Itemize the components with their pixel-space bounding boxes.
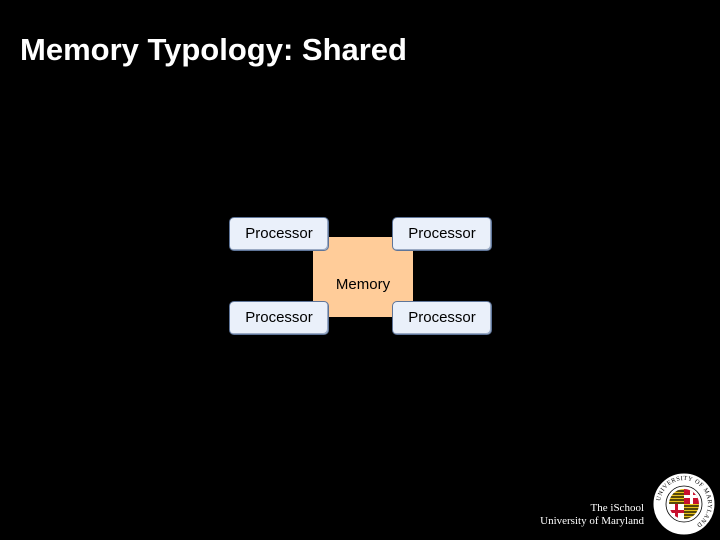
footer: The iSchool University of Maryland [540, 502, 644, 528]
footer-line-university: University of Maryland [540, 515, 644, 527]
university-seal-logo: UNIVERSITY OF MARYLAND [652, 472, 716, 536]
processor-bottom-right: Processor [392, 301, 492, 335]
processor-top-left: Processor [229, 217, 329, 251]
memory-label: Memory [335, 276, 391, 293]
maryland-flag-icon [669, 489, 699, 519]
processor-bottom-left: Processor [229, 301, 329, 335]
slide-title: Memory Typology: Shared [20, 32, 407, 67]
footer-line-ischool: The iSchool [590, 502, 644, 514]
processor-top-right: Processor [392, 217, 492, 251]
